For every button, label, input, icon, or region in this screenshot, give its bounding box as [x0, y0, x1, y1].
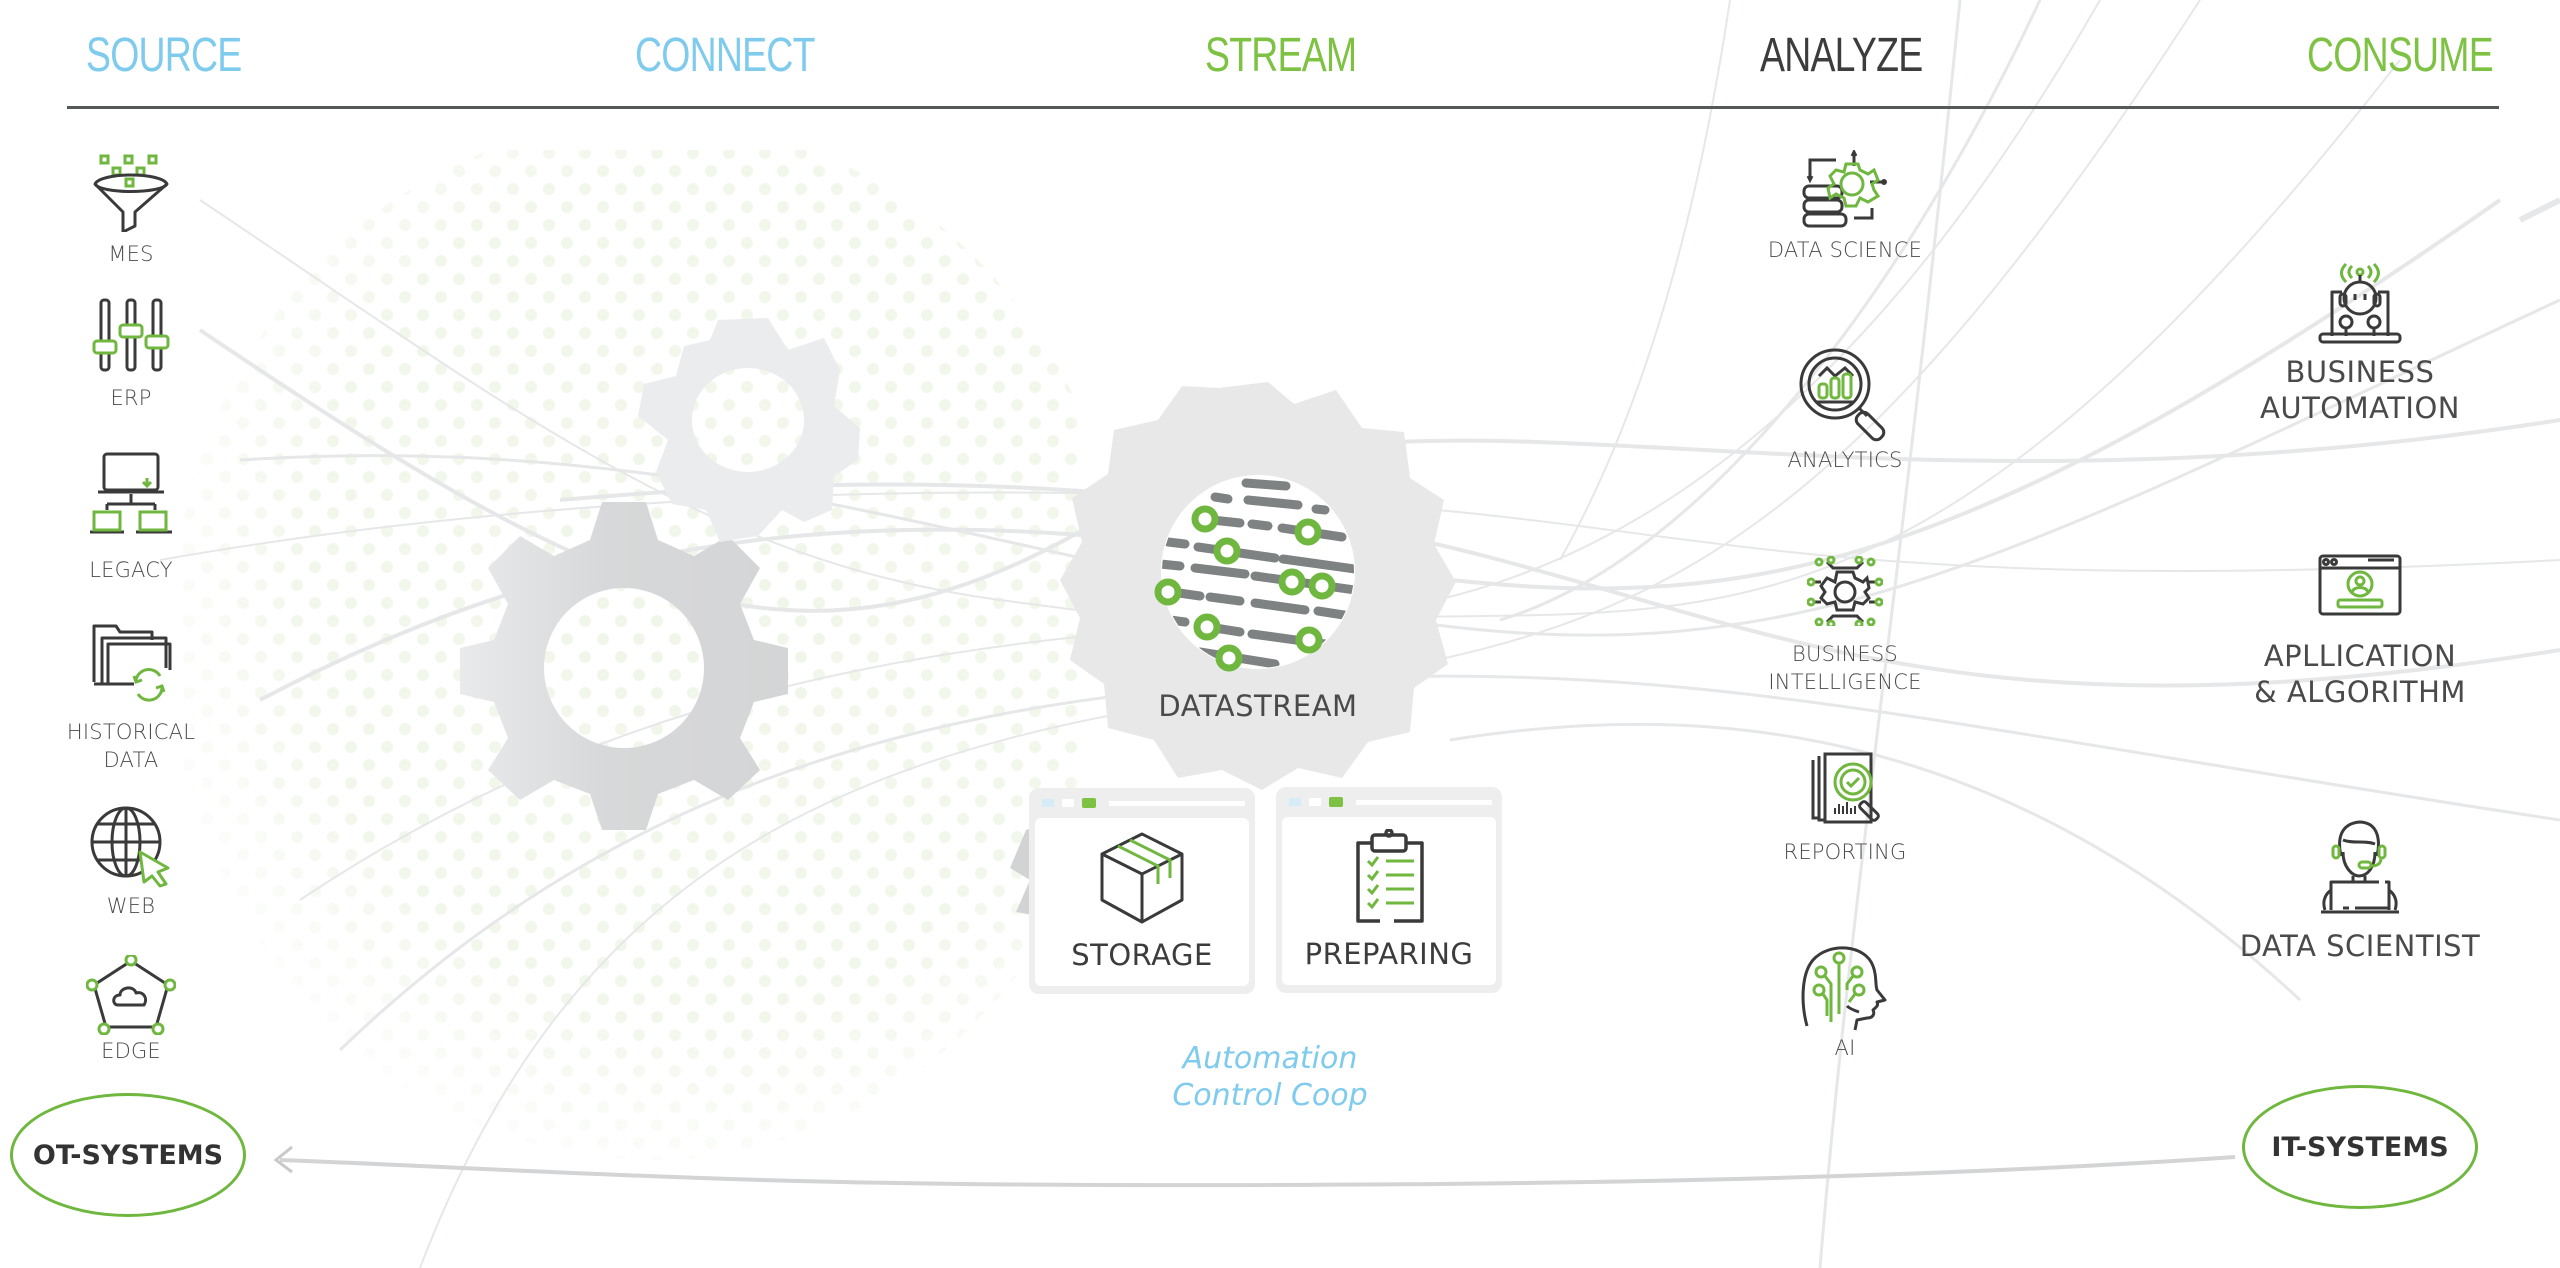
- dot-pattern: [180, 150, 1080, 1170]
- box-icon: [1100, 832, 1184, 924]
- stage-source-heading: SOURCE: [86, 29, 242, 82]
- stage-analyze-heading: ANALYZE: [1760, 29, 1923, 82]
- tagline-line2: Control Coop: [1172, 1078, 1368, 1113]
- analyze-label: REPORTING: [1783, 840, 1907, 864]
- header-divider: [67, 106, 2499, 109]
- source-label-line2: DATA: [103, 748, 159, 772]
- preparing-card[interactable]: PREPARING: [1276, 787, 1502, 993]
- window-bar-icon: [1289, 797, 1492, 807]
- source-label: EDGE: [101, 1039, 161, 1063]
- datastream-label: DATASTREAM: [1158, 689, 1358, 723]
- source-item-web[interactable]: WEB: [41, 806, 221, 920]
- circuit-gear-icon: [1807, 556, 1883, 626]
- source-label: ERP: [110, 386, 152, 410]
- stage-stream-heading: STREAM: [1205, 29, 1357, 82]
- preparing-label: PREPARING: [1304, 937, 1474, 971]
- ai-head-icon: [1801, 946, 1887, 1031]
- analyze-label-line1: BUSINESS: [1792, 642, 1898, 666]
- robot-laptop-icon: [2318, 262, 2402, 344]
- database-gear-icon: [1802, 150, 1887, 228]
- analyze-item-analytics[interactable]: ANALYTICS: [1755, 346, 1935, 474]
- datastream-lines-icon: [1154, 478, 1354, 672]
- consume-item-application-algorithm[interactable]: APLLICATION & ALGORITHM: [2210, 554, 2510, 710]
- source-label-line1: HISTORICAL: [66, 720, 196, 744]
- source-label: WEB: [106, 894, 156, 918]
- preparing-card-body: PREPARING: [1282, 817, 1496, 985]
- it-systems-node[interactable]: IT-SYSTEMS: [2242, 1085, 2478, 1209]
- datastream-gear-icon: [1060, 382, 1456, 790]
- source-item-historical-data[interactable]: HISTORICAL DATA: [41, 622, 221, 774]
- analyze-item-reporting[interactable]: REPORTING: [1755, 752, 1935, 866]
- edge-cloud-icon: [86, 955, 176, 1035]
- report-search-icon: [1811, 752, 1880, 824]
- source-item-mes[interactable]: MES: [41, 150, 221, 268]
- analyze-item-business-intelligence[interactable]: BUSINESS INTELLIGENCE: [1755, 556, 1935, 696]
- consume-label-line2: & ALGORITHM: [2254, 675, 2466, 709]
- tagline: Automation Control Coop: [1100, 1040, 1440, 1114]
- storage-card[interactable]: STORAGE: [1029, 788, 1255, 994]
- ot-systems-label: OT-SYSTEMS: [32, 1139, 224, 1171]
- tagline-line1: Automation: [1182, 1041, 1358, 1076]
- analyze-label: DATA SCIENCE: [1767, 238, 1923, 262]
- it-systems-label: IT-SYSTEMS: [2271, 1131, 2449, 1163]
- browser-user-icon: [2318, 554, 2402, 616]
- analyze-label-line2: INTELLIGENCE: [1768, 670, 1922, 694]
- sliders-icon: [92, 298, 170, 372]
- source-label: MES: [108, 242, 154, 266]
- analyze-label: AI: [1834, 1036, 1856, 1060]
- consume-label-line2: AUTOMATION: [2260, 391, 2460, 425]
- stage-connect-heading: CONNECT: [635, 29, 815, 82]
- globe-cursor-icon: [90, 806, 170, 888]
- ot-systems-node[interactable]: OT-SYSTEMS: [10, 1093, 246, 1217]
- consume-label-line1: BUSINESS: [2285, 355, 2435, 389]
- storage-label: STORAGE: [1071, 938, 1213, 972]
- source-item-legacy[interactable]: LEGACY: [41, 452, 221, 584]
- consume-label-line1: APLLICATION: [2263, 639, 2457, 673]
- magnifier-chart-icon: [1799, 348, 1886, 442]
- funnel-icon: [93, 154, 169, 232]
- analyze-item-data-science[interactable]: DATA SCIENCE: [1755, 150, 1935, 264]
- consume-item-data-scientist[interactable]: DATA SCIENTIST: [2210, 820, 2510, 964]
- folder-sync-icon: [92, 624, 172, 702]
- gear-small-icon: [638, 318, 860, 542]
- analyze-item-ai[interactable]: AI: [1755, 944, 1935, 1062]
- clipboard-checklist-icon: [1356, 829, 1424, 923]
- source-label: LEGACY: [89, 558, 173, 582]
- source-item-erp[interactable]: ERP: [41, 298, 221, 412]
- analyze-label: ANALYTICS: [1787, 448, 1903, 472]
- gear-large-icon: [460, 502, 788, 830]
- consume-label: DATA SCIENTIST: [2239, 929, 2481, 963]
- return-arrow: [273, 1145, 2236, 1188]
- storage-card-body: STORAGE: [1035, 818, 1249, 986]
- headset-operator-icon: [2321, 820, 2399, 914]
- window-bar-icon: [1042, 798, 1245, 808]
- network-computers-icon: [90, 452, 172, 534]
- source-item-edge[interactable]: EDGE: [41, 955, 221, 1065]
- consume-item-business-automation[interactable]: BUSINESS AUTOMATION: [2210, 262, 2510, 426]
- stage-consume-heading: CONSUME: [2307, 29, 2494, 82]
